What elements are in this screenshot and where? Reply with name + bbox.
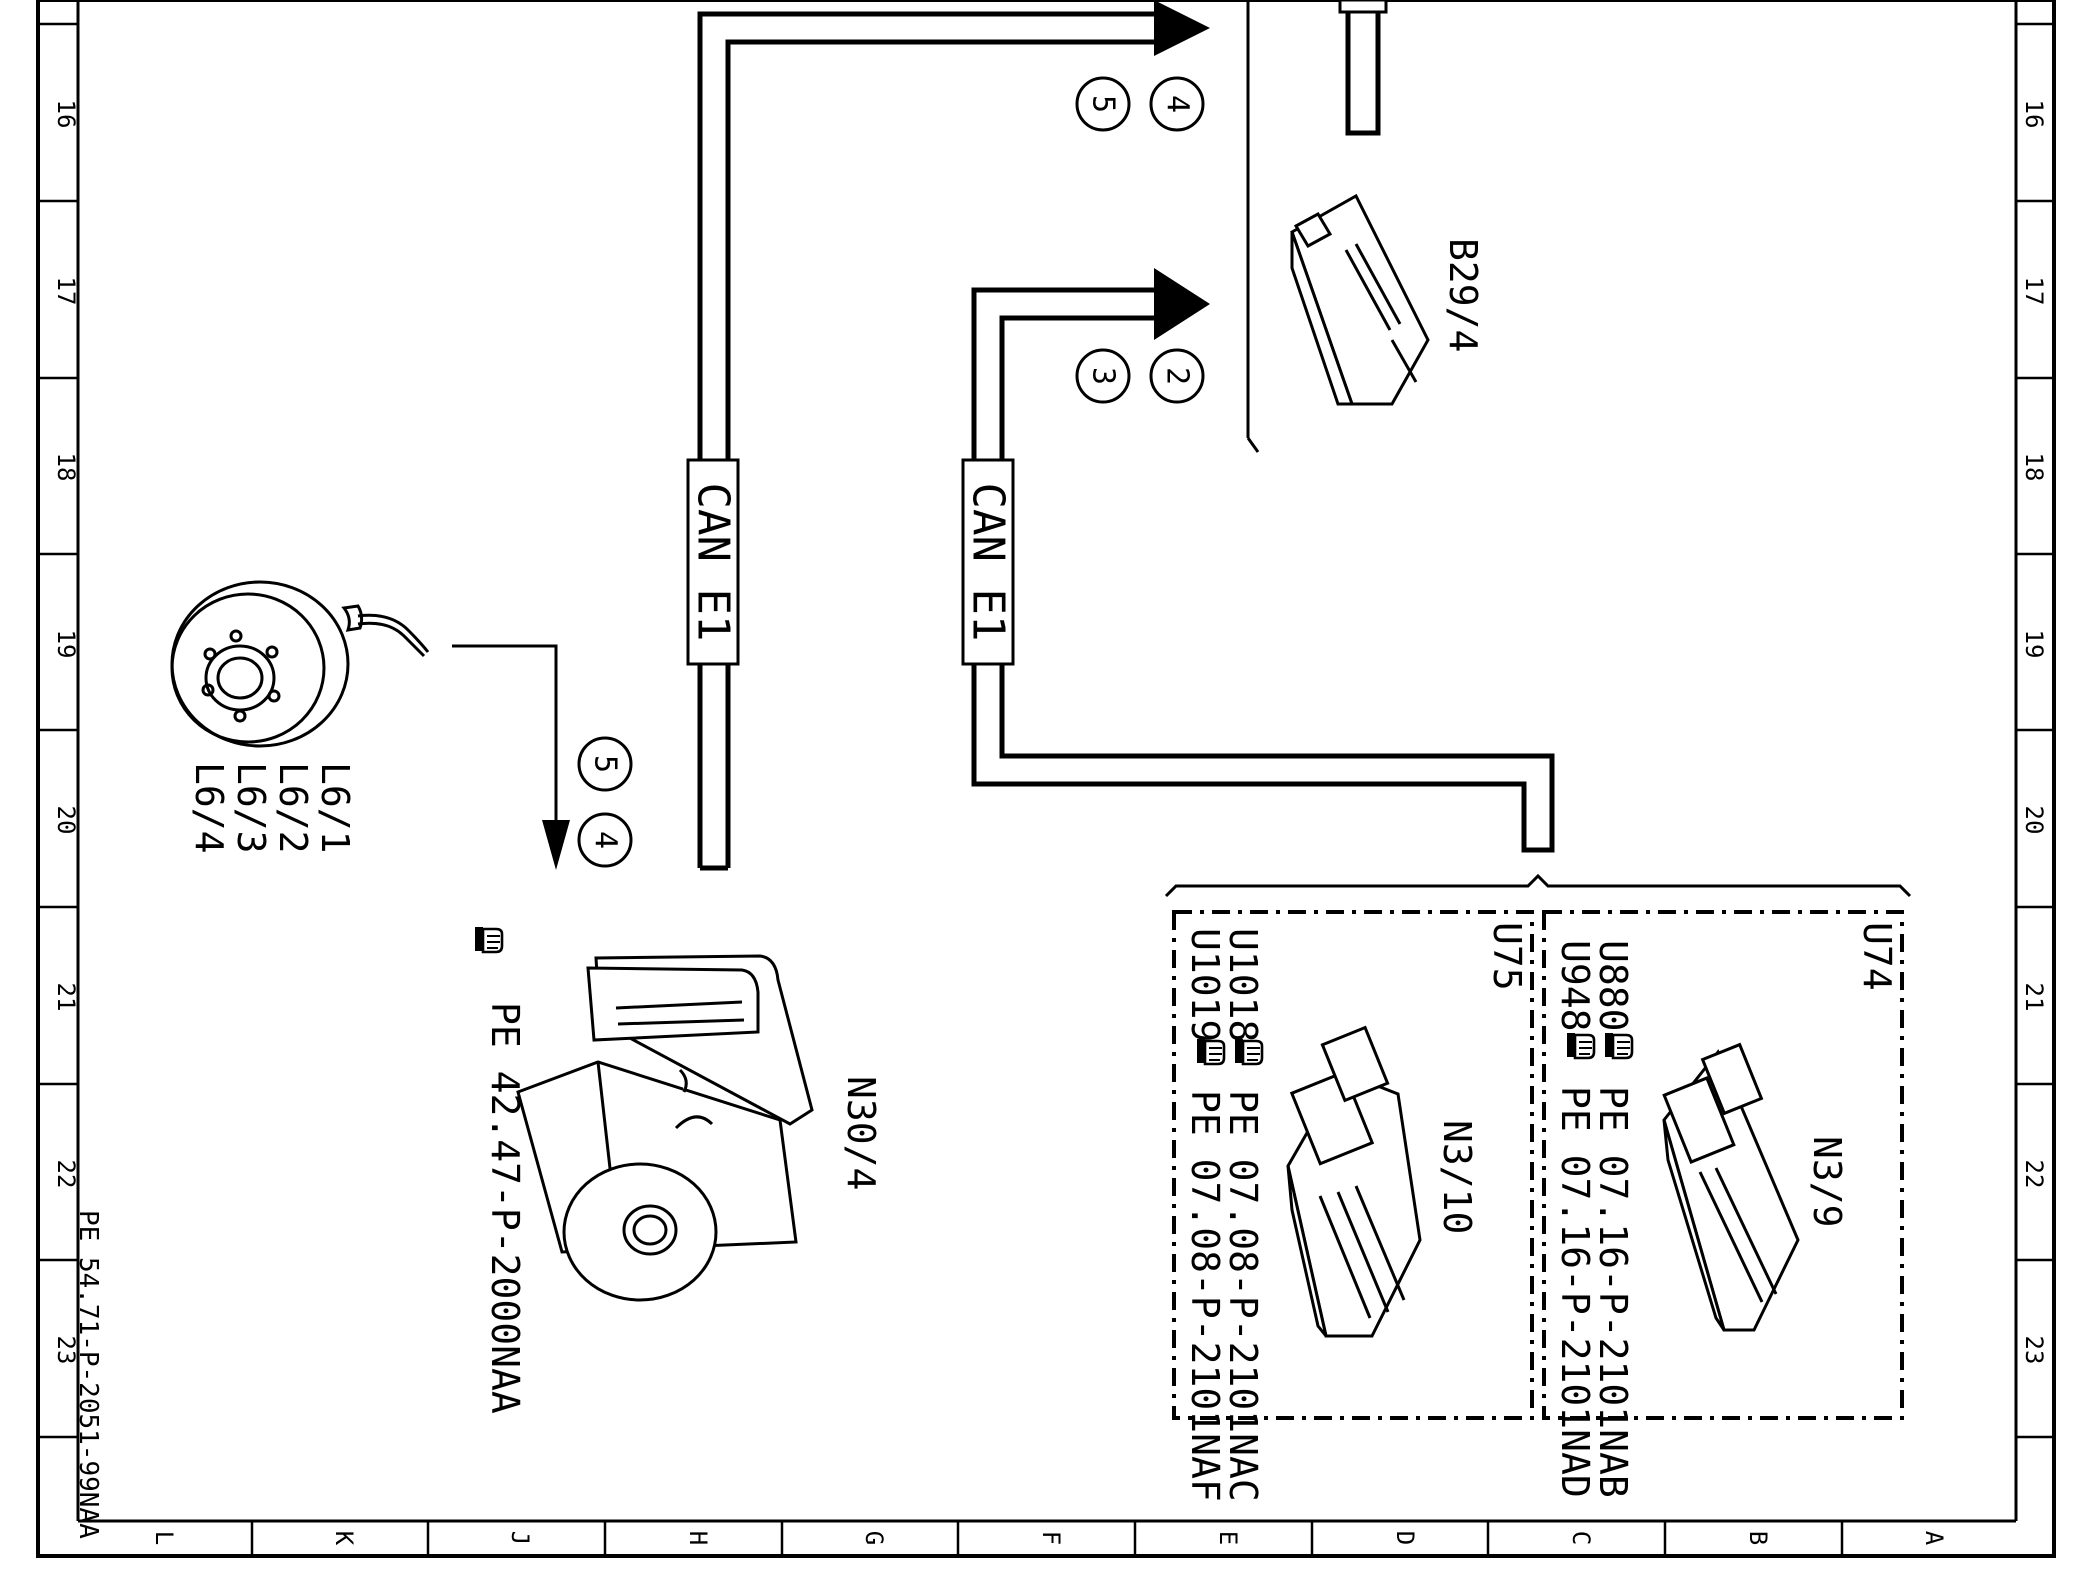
wheel-speed-sensor-icon [170, 580, 430, 748]
reference-text: PE 07.08-P-2101NAF [1183, 1090, 1227, 1502]
arrow-head-icon [1154, 0, 1210, 56]
reference-text: PE 07.08-P-2101NAC [1221, 1090, 1265, 1502]
row-labels-left: 16 17 18 19 20 21 22 23 [52, 100, 80, 1365]
u74-variant-box [1542, 910, 1904, 1420]
row-label: 16 [52, 100, 80, 129]
row-label: 21 [2020, 983, 2048, 1012]
row-label: 17 [52, 277, 80, 306]
reference-text: PE 07.16-P-2101NAD [1553, 1086, 1597, 1498]
row-label: 20 [2020, 806, 2048, 835]
callout-number: 5 [1086, 95, 1121, 113]
arrow-head-icon [542, 820, 570, 870]
variant-code: U1018 [1221, 928, 1265, 1042]
column-ticks [250, 1521, 1844, 1556]
n3-9-control-unit-icon [1662, 1042, 1800, 1332]
row-label: 17 [2020, 277, 2048, 306]
row-label: 18 [52, 453, 80, 482]
n30-4-esp-unit-icon [516, 954, 814, 1302]
connector-stub [1338, 0, 1388, 136]
row-label: 23 [52, 1336, 80, 1365]
column-label: L [150, 1531, 178, 1545]
sensor-labels: L6/1 L6/2 L6/3 L6/4 [187, 762, 357, 854]
pointing-hand-icon [1196, 1037, 1226, 1066]
column-label: J [506, 1531, 534, 1545]
callout-number: 3 [1086, 367, 1121, 385]
column-label: E [1214, 1531, 1242, 1545]
column-label: F [1037, 1531, 1065, 1545]
n30-4-label: N30/4 [839, 1076, 883, 1190]
pointing-hand-icon [1234, 1037, 1264, 1066]
pointing-hand-icon [474, 925, 504, 954]
column-label: G [860, 1531, 888, 1545]
document-id: PE 54.71-P-2051-99NAA [73, 1210, 103, 1539]
can-bus-lower [971, 287, 1555, 853]
callout-number: 4 [1160, 95, 1195, 113]
variant-brace [1164, 873, 1912, 898]
l6-3-label: L6/3 [229, 762, 273, 854]
row-label: 22 [52, 1160, 80, 1189]
can-label-text: CAN E1 [688, 483, 739, 642]
sensor-signal-line [452, 644, 570, 870]
pointing-hand-icon [1604, 1031, 1634, 1060]
variant-code: U880 [1591, 940, 1635, 1032]
callout-number: 2 [1160, 367, 1195, 385]
column-label: K [330, 1531, 358, 1546]
l6-2-label: L6/2 [271, 762, 315, 854]
row-label: 19 [52, 630, 80, 659]
arrow-head-icon [1154, 268, 1210, 340]
reference-text: PE 07.16-P-2101NAB [1591, 1086, 1635, 1498]
row-ticks [38, 22, 2054, 1439]
callouts [577, 76, 1205, 868]
can-label-left: CAN E1 [686, 458, 740, 666]
u75-variant-box [1172, 910, 1534, 1420]
u75-variant-references: U1018 PE 07.08-P-2101NAC U1019 PE 07.08-… [1183, 928, 1265, 1502]
column-labels: L K J H G F E D C B A [150, 1531, 1948, 1546]
reference-text: PE 42.47-P-2000NAA [483, 1002, 527, 1414]
column-label: D [1391, 1531, 1419, 1545]
n3-10-control-unit-icon [1286, 1025, 1422, 1338]
callout-number: 4 [588, 831, 623, 849]
u74-variant-references: U880 PE 07.16-P-2101NAB U948 PE 07.16-P-… [1553, 940, 1635, 1498]
b29-4-module-icon [1290, 193, 1430, 406]
variant-code: U948 [1553, 940, 1597, 1032]
column-label: H [684, 1531, 712, 1545]
row-label: 16 [2020, 100, 2048, 129]
can-label-text: CAN E1 [963, 483, 1014, 642]
pointing-hand-icon [1566, 1031, 1596, 1060]
row-label: 23 [2020, 1336, 2048, 1365]
can-bus-upper [697, 11, 1168, 871]
row-label: 19 [2020, 630, 2048, 659]
u75-label: U75 [1485, 922, 1529, 991]
callout-number: 5 [588, 755, 623, 773]
row-labels-right: 16 17 18 19 20 21 22 23 [2020, 100, 2048, 1365]
row-label: 18 [2020, 453, 2048, 482]
n3-10-label: N3/10 [1435, 1120, 1479, 1234]
row-label: 20 [52, 806, 80, 835]
column-label: A [1920, 1531, 1948, 1546]
row-label: 21 [52, 983, 80, 1012]
drawing-frame [36, 0, 2056, 1558]
can-label-right: CAN E1 [961, 458, 1015, 666]
b29-4-label: B29/4 [1441, 238, 1485, 352]
column-label: B [1744, 1531, 1772, 1545]
variant-code: U1019 [1183, 928, 1227, 1042]
row-label: 22 [2020, 1160, 2048, 1189]
u74-label: U74 [1855, 922, 1899, 991]
l6-1-label: L6/1 [313, 762, 357, 854]
n30-4-reference: PE 42.47-P-2000NAA [474, 925, 527, 1414]
column-label: C [1567, 1531, 1595, 1545]
l6-4-label: L6/4 [187, 762, 231, 854]
n3-9-label: N3/9 [1805, 1136, 1849, 1228]
